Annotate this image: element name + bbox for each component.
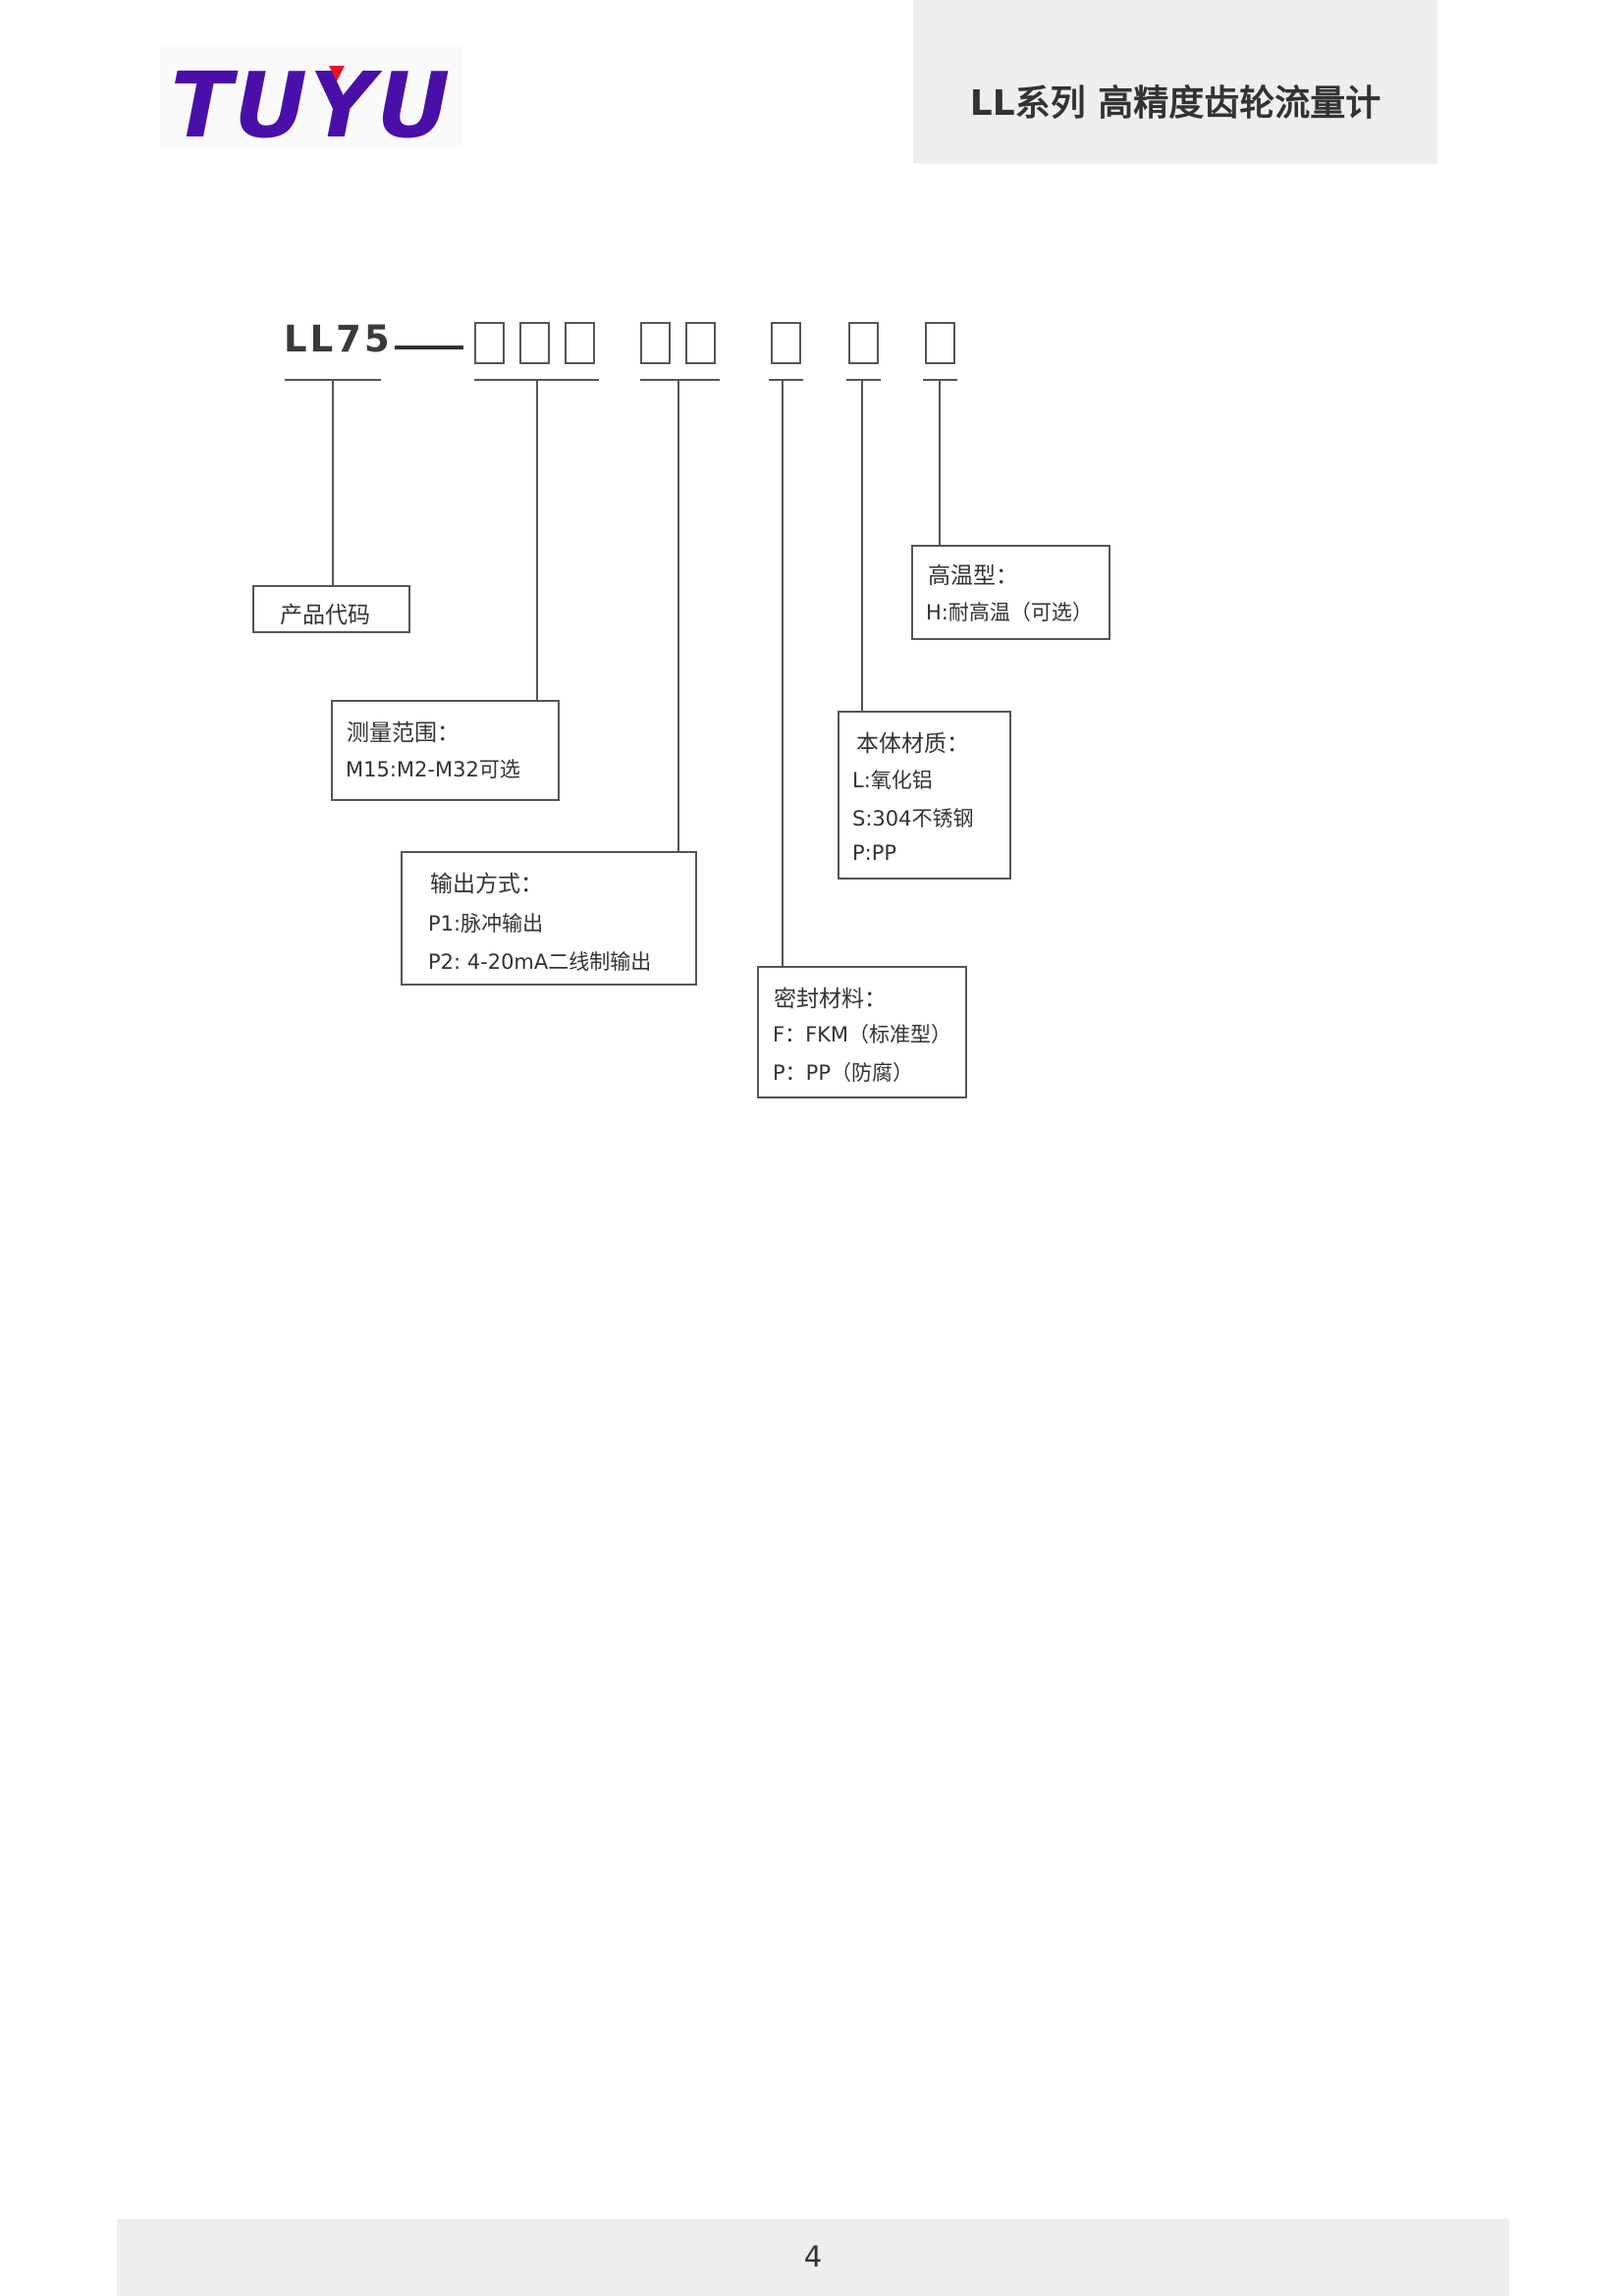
logo-text: TUYU	[171, 53, 453, 148]
seal-option-f: F：FKM（标准型）	[773, 1023, 952, 1046]
underline-seal	[769, 379, 803, 381]
body-material-box: 本体材质： L:氧化铝 S:304不锈钢 P:PP	[838, 711, 1011, 880]
product-code-label: 产品代码	[280, 603, 370, 628]
body-option-s: S:304不锈钢	[852, 807, 974, 830]
seal-box: 密封材料： F：FKM（标准型） P：PP（防腐）	[757, 966, 967, 1098]
footer: 4	[117, 2218, 1509, 2296]
code-box-range-1	[474, 322, 505, 364]
connector-output	[677, 379, 679, 853]
high-temp-option: H:耐高温（可选）	[926, 601, 1093, 624]
seal-title: 密封材料：	[774, 987, 887, 1012]
output-option-p1: P1:脉冲输出	[428, 912, 544, 935]
range-title: 测量范围：	[347, 721, 460, 746]
code-box-range-3	[565, 322, 595, 364]
body-option-p: P:PP	[852, 841, 897, 865]
body-material-title: 本体材质：	[856, 731, 969, 757]
code-box-seal	[771, 322, 801, 364]
logo-graphic: TUYU	[171, 53, 453, 148]
connector-seal	[782, 379, 784, 967]
model-code: LL75	[284, 318, 393, 360]
code-box-output-1	[640, 322, 671, 364]
underline-body	[846, 379, 881, 381]
code-box-range-2	[519, 322, 550, 364]
connector-body	[861, 379, 863, 712]
header-panel: LL系列 高精度齿轮流量计	[913, 0, 1437, 164]
underline-output	[640, 379, 720, 381]
output-title: 输出方式：	[430, 872, 543, 897]
seal-option-p: P：PP（防腐）	[773, 1061, 913, 1085]
connector-model	[332, 379, 334, 586]
code-box-output-2	[685, 322, 716, 364]
logo: TUYU	[160, 44, 462, 148]
code-box-body	[848, 322, 879, 364]
range-box: 测量范围： M15:M2-M32可选	[331, 700, 560, 801]
code-dash	[395, 346, 463, 349]
page-number: 4	[803, 2240, 823, 2273]
high-temp-box: 高温型： H:耐高温（可选）	[911, 545, 1110, 640]
logo-accent-triangle	[329, 66, 345, 81]
range-option: M15:M2-M32可选	[346, 758, 520, 781]
product-code-box: 产品代码	[252, 585, 410, 633]
code-box-temp	[925, 322, 955, 364]
connector-range	[536, 379, 538, 701]
output-option-p2: P2: 4-20mA二线制输出	[428, 950, 652, 974]
output-box: 输出方式： P1:脉冲输出 P2: 4-20mA二线制输出	[401, 851, 697, 986]
body-option-l: L:氧化铝	[852, 769, 933, 792]
connector-temp	[939, 379, 941, 546]
high-temp-title: 高温型：	[928, 563, 1018, 589]
document-title: LL系列 高精度齿轮流量计	[969, 83, 1381, 124]
